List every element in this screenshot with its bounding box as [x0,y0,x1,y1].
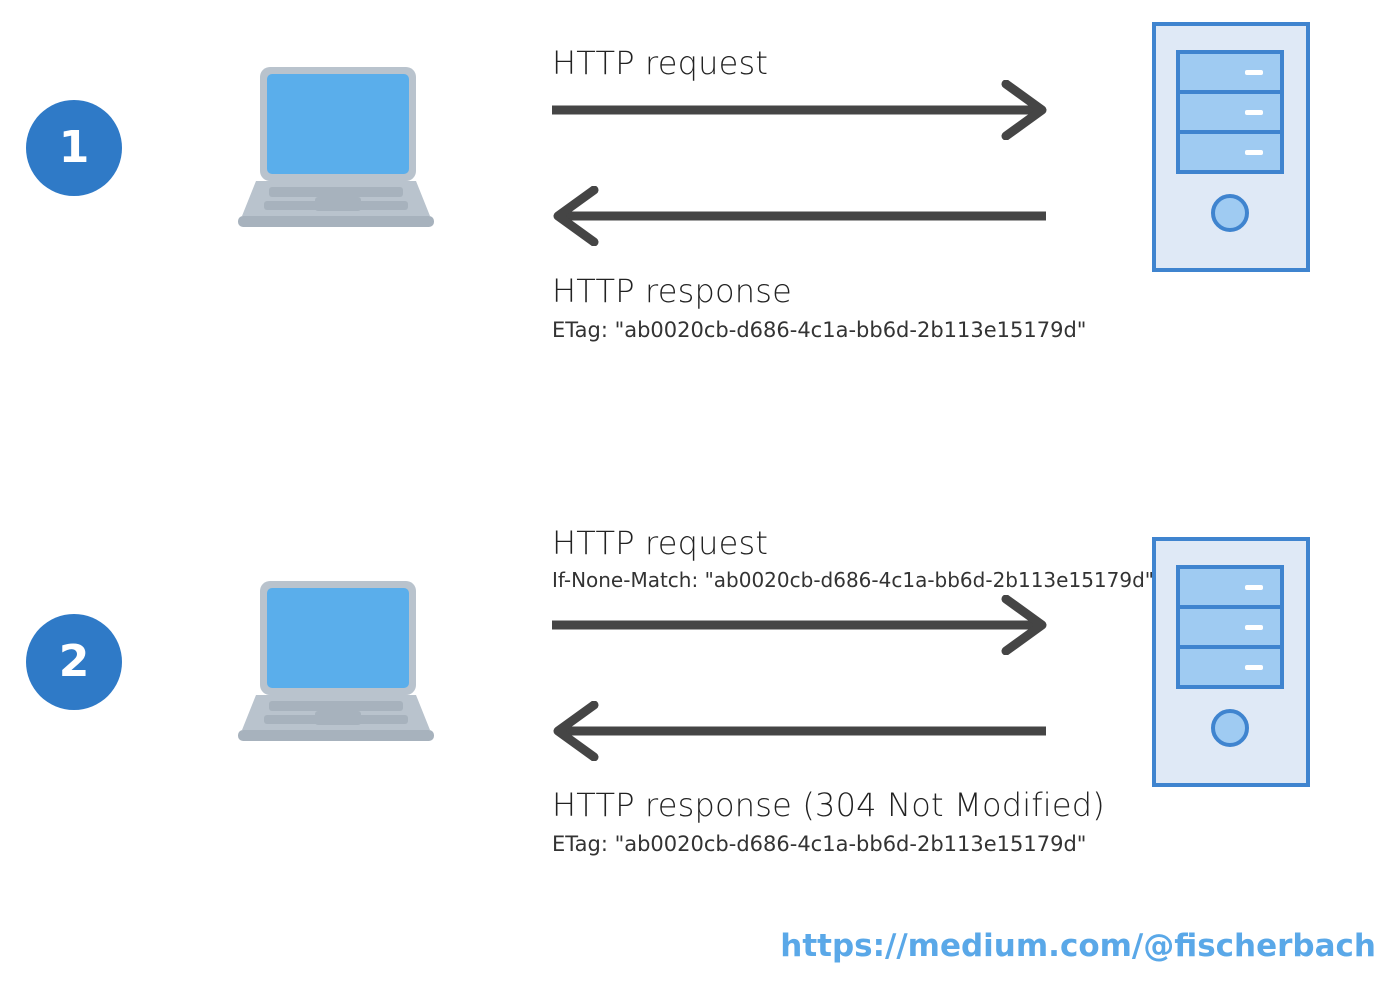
credit-link[interactable]: https://medium.com/@fischerbach [780,928,1376,964]
laptop-icon [236,64,436,230]
laptop-icon [236,578,436,744]
step-1-request-arrow [550,80,1050,140]
step-1-response-title: HTTP response [552,272,793,310]
step-2-request-title: HTTP request [552,524,769,562]
step-1-response-arrow [550,186,1050,246]
step-2-response-detail: ETag: "ab0020cb-d686-4c1a-bb6d-2b113e151… [552,832,1087,856]
step-1-badge: 1 [26,100,122,196]
step-2-badge: 2 [26,614,122,710]
step-2-request-arrow [550,595,1050,655]
server-icon [1152,537,1312,789]
step-1-response-detail: ETag: "ab0020cb-d686-4c1a-bb6d-2b113e151… [552,318,1087,342]
step-1-request-title: HTTP request [552,44,769,82]
step-2-number: 2 [58,636,90,687]
step-1-number: 1 [58,122,90,173]
step-2-response-arrow [550,701,1050,761]
server-icon [1152,22,1312,274]
step-2-request-detail: If-None-Match: "ab0020cb-d686-4c1a-bb6d-… [552,568,1154,592]
step-2-response-title: HTTP response (304 Not Modified) [552,786,1105,824]
